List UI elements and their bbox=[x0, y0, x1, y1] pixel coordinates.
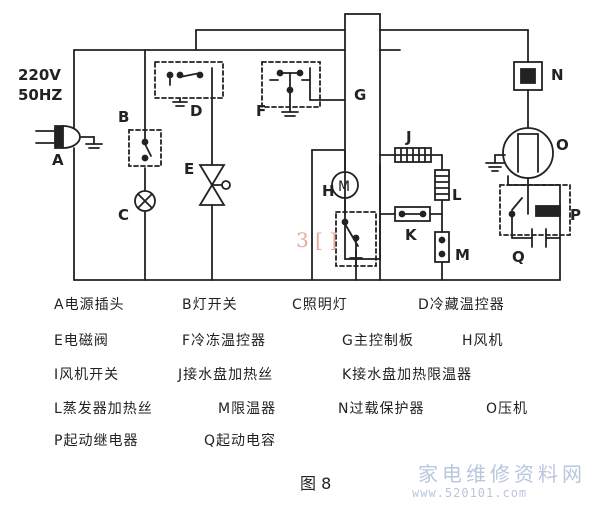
legend-d: D冷藏温控器 bbox=[418, 297, 505, 313]
label-l: L bbox=[452, 186, 462, 204]
start-relay bbox=[499, 184, 571, 236]
label-q: Q bbox=[512, 248, 525, 266]
legend-j: J接水盘加热丝 bbox=[178, 367, 274, 383]
evaporator-heater bbox=[434, 169, 450, 201]
legend-h: H风机 bbox=[462, 333, 504, 349]
legend-k: K接水盘加热限温器 bbox=[342, 367, 473, 383]
label-c: C bbox=[118, 206, 129, 224]
watermark-url: www.520101.com bbox=[412, 486, 528, 500]
watermark-site-name: 家电维修资料网 bbox=[418, 462, 586, 486]
label-o: O bbox=[556, 136, 569, 154]
fan-switch bbox=[335, 211, 377, 267]
frequency-label: 50HZ bbox=[18, 86, 62, 104]
fridge-thermostat bbox=[154, 61, 224, 99]
drain-pan-heater bbox=[394, 147, 432, 163]
label-m: M bbox=[455, 246, 470, 264]
legend-b: B灯开关 bbox=[182, 297, 238, 313]
freezer-thermostat bbox=[261, 61, 321, 108]
label-k: K bbox=[405, 226, 418, 244]
compressor-icon bbox=[502, 127, 554, 179]
label-d: D bbox=[190, 102, 202, 120]
legend-n: N过载保护器 bbox=[338, 401, 425, 417]
motor-symbol: M bbox=[338, 179, 350, 195]
label-e: E bbox=[184, 160, 194, 178]
label-p: P bbox=[570, 206, 581, 224]
label-a: A bbox=[52, 151, 64, 169]
label-j: J bbox=[405, 128, 412, 146]
figure-caption: 图 8 bbox=[300, 474, 332, 493]
voltage-label: 220V bbox=[18, 66, 61, 84]
light-switch bbox=[128, 129, 162, 167]
legend-m: M限温器 bbox=[218, 401, 277, 417]
drain-pan-limiter bbox=[394, 206, 431, 222]
legend-o: O压机 bbox=[486, 401, 529, 417]
start-capacitor-icon bbox=[531, 228, 547, 248]
legend-i: I风机开关 bbox=[54, 367, 120, 383]
schematic: 220V 50HZ A bbox=[18, 13, 581, 281]
legend-g: G主控制板 bbox=[342, 333, 414, 349]
label-g: G bbox=[354, 86, 366, 104]
main-control-board bbox=[344, 13, 381, 260]
legend-p: P起动继电器 bbox=[54, 433, 139, 449]
legend-e: E电磁阀 bbox=[54, 333, 109, 349]
label-b: B bbox=[118, 108, 129, 126]
legend-c: C照明灯 bbox=[292, 297, 348, 313]
solenoid-valve-icon bbox=[198, 164, 231, 206]
label-h: H bbox=[322, 182, 335, 200]
fan-motor-icon: M bbox=[331, 171, 359, 199]
temperature-limiter bbox=[434, 231, 450, 263]
label-n: N bbox=[551, 66, 564, 84]
power-plug-icon bbox=[35, 125, 103, 149]
red-stamp-mark: 3 [ ] bbox=[296, 228, 338, 252]
legend-f: F冷冻温控器 bbox=[182, 333, 267, 349]
legend-q: Q起动电容 bbox=[204, 433, 277, 449]
legend-a: A电源插头 bbox=[54, 297, 125, 313]
label-f: F bbox=[256, 102, 266, 120]
overload-protector bbox=[513, 61, 543, 91]
lamp-icon bbox=[134, 190, 156, 212]
legend-l: L蒸发器加热丝 bbox=[54, 401, 153, 417]
